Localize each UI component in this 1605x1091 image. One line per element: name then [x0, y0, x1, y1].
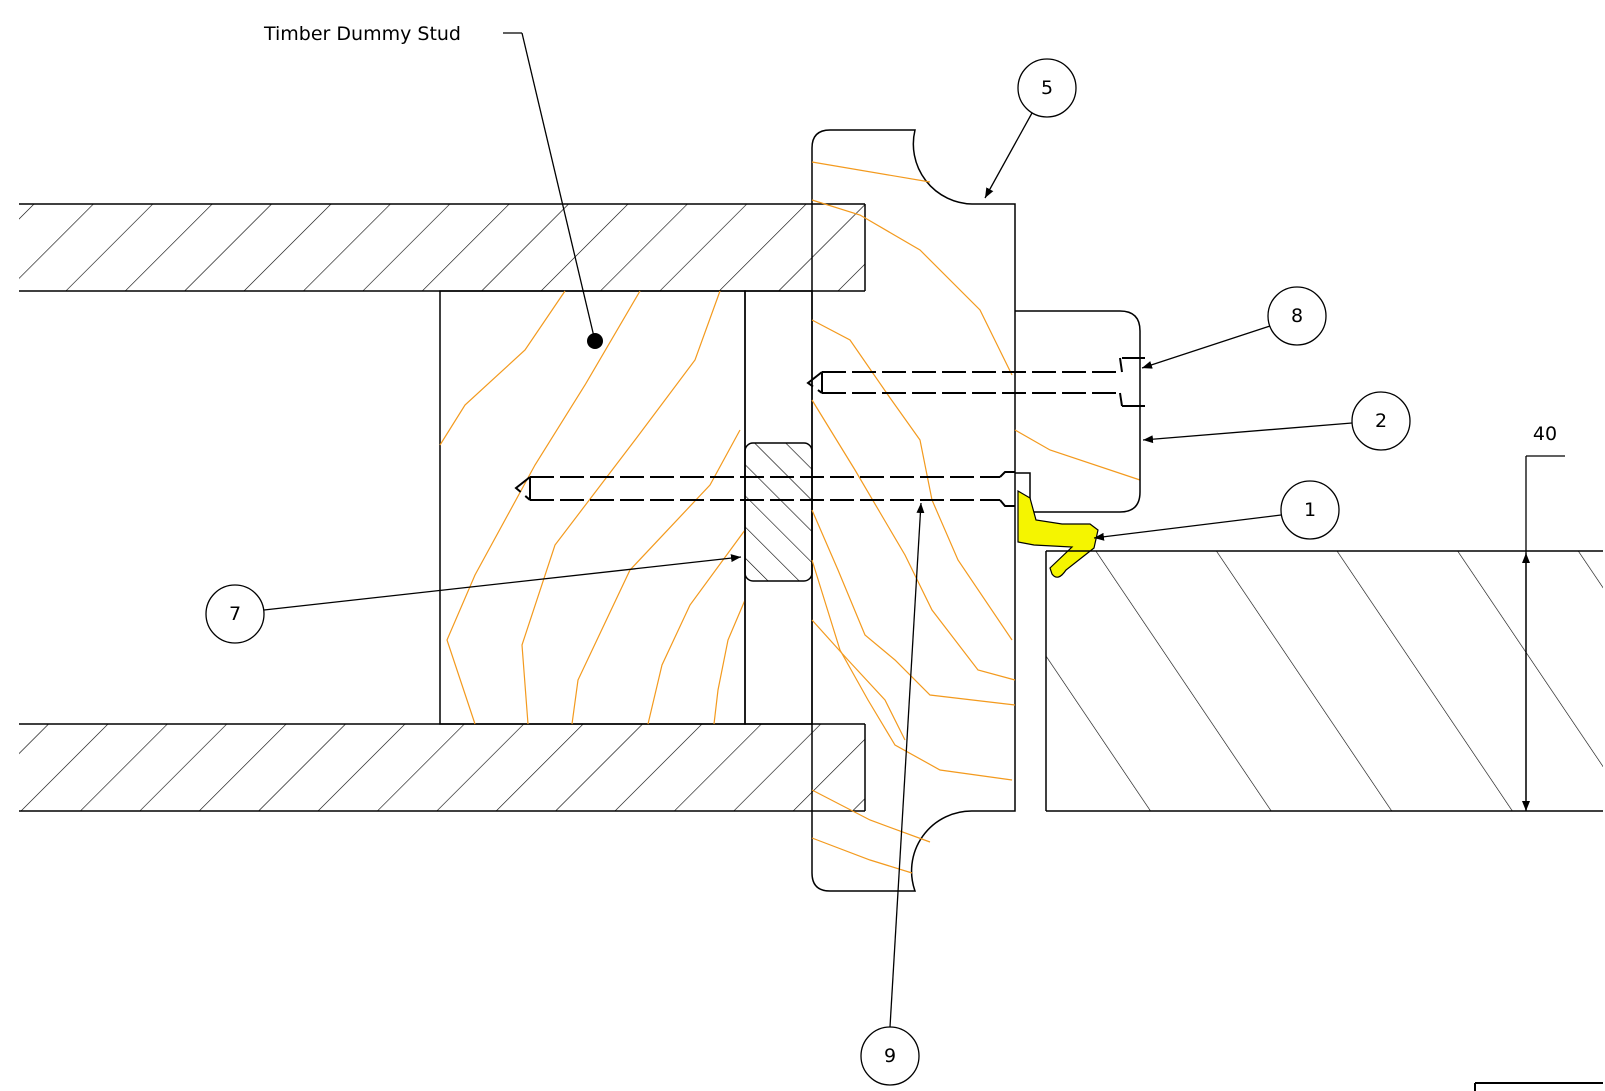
bottom-wall-board [19, 723, 866, 812]
balloon-1: 1 [1093, 480, 1340, 541]
balloon-8-label: 8 [1291, 305, 1303, 327]
balloon-7: 7 [205, 554, 742, 644]
balloon-7-label: 7 [229, 603, 241, 625]
screw-lower [514, 471, 1015, 507]
balloon-8: 8 [1141, 286, 1327, 369]
hinge-block [1015, 310, 1141, 513]
balloon-5: 5 [984, 58, 1077, 199]
balloon-1-label: 1 [1304, 499, 1316, 521]
thickness-dimension: 40 [1522, 423, 1565, 811]
balloon-2-label: 2 [1375, 410, 1387, 432]
title-block-corner [1474, 1082, 1603, 1091]
hatched-block [744, 442, 813, 582]
top-wall-board [19, 203, 866, 292]
balloon-2: 2 [1142, 391, 1411, 451]
balloon-5-label: 5 [1041, 77, 1053, 99]
dimension-label: 40 [1533, 423, 1557, 445]
screw-upper [806, 357, 1145, 407]
callout-timber-dummy-stud: Timber Dummy Stud [263, 23, 596, 342]
door-frame [811, 129, 1141, 892]
balloon-9: 9 [860, 502, 925, 1086]
door-leaf [1045, 550, 1603, 812]
balloon-9-label: 9 [884, 1045, 896, 1067]
timber-dummy-stud [439, 290, 746, 725]
label-timber-dummy-stud: Timber Dummy Stud [263, 23, 461, 45]
